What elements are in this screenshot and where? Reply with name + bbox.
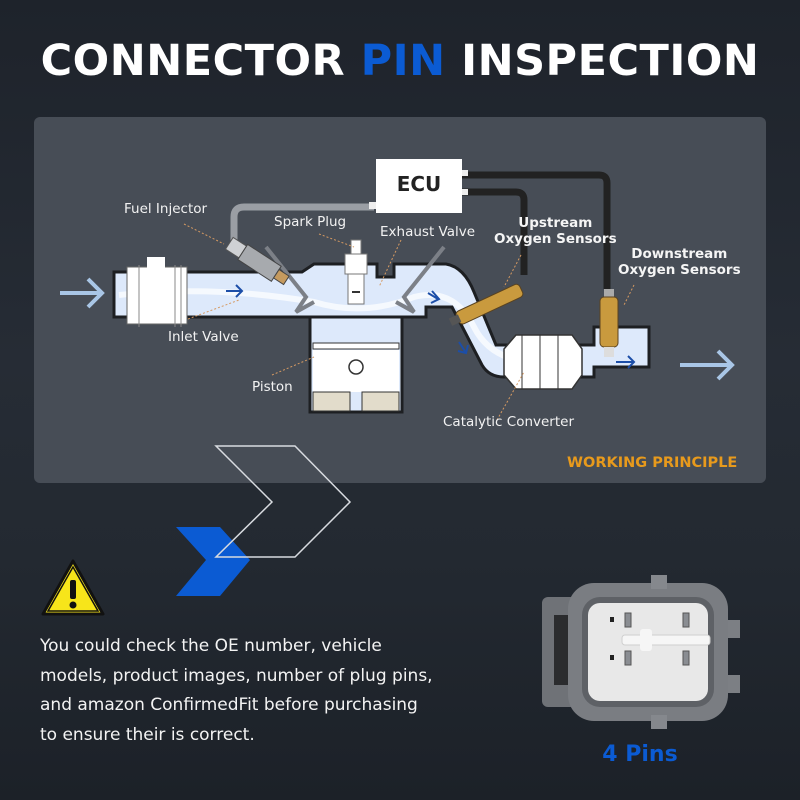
label-spark-plug: Spark Plug xyxy=(274,214,347,230)
ecu-label: ECU xyxy=(396,172,442,196)
blue-chevron-icon xyxy=(176,527,250,596)
outline-chevron-icon xyxy=(214,445,352,558)
title-part2: INSPECTION xyxy=(445,36,760,86)
label-piston: Piston xyxy=(252,379,293,395)
warning-note: You could check the OE number, vehicle m… xyxy=(40,636,433,745)
exhaust-valve xyxy=(395,245,446,314)
downstream-oxygen-sensor xyxy=(599,289,619,357)
title-part1: CONNECTOR xyxy=(40,36,361,86)
upstream-oxygen-sensor xyxy=(448,283,524,326)
label-inlet-valve: Inlet Valve xyxy=(168,329,239,345)
downstream-line2: Oxygen Sensors xyxy=(618,262,741,278)
exhaust-arrow-icon xyxy=(680,349,735,381)
ecu-box xyxy=(376,159,462,213)
4-pin-connector-icon xyxy=(542,575,740,729)
maf-sensor xyxy=(126,266,188,325)
intake-arrow-icon xyxy=(60,277,105,309)
ecu-cable-upstream xyxy=(462,188,528,275)
upstream-line1: Upstream xyxy=(518,215,593,231)
working-principle-caption: WORKING PRINCIPLE xyxy=(567,455,738,471)
spark-plug xyxy=(347,273,365,305)
label-fuel-injector: Fuel Injector xyxy=(124,201,208,217)
label-exhaust-valve: Exhaust Valve xyxy=(380,224,476,240)
inlet-valve xyxy=(264,245,315,314)
upstream-line2: Oxygen Sensors xyxy=(494,231,617,247)
catalytic-converter xyxy=(503,334,583,390)
title-accent: PIN xyxy=(360,36,446,86)
ecu-cable-injector xyxy=(230,203,374,242)
page-title: CONNECTOR PIN INSPECTION xyxy=(0,36,800,86)
warning-triangle-icon xyxy=(41,559,105,616)
flow-arrow-icon xyxy=(226,284,244,298)
label-catalytic-converter: Catalytic Converter xyxy=(443,414,574,430)
decorative-chevrons xyxy=(176,445,352,596)
fuel-injector xyxy=(224,236,290,286)
downstream-line1: Downstream xyxy=(631,246,728,262)
pin-count-label: 4 Pins xyxy=(602,742,678,767)
engine-exhaust-diagram xyxy=(60,159,735,421)
ecu-cable-downstream xyxy=(462,171,611,289)
